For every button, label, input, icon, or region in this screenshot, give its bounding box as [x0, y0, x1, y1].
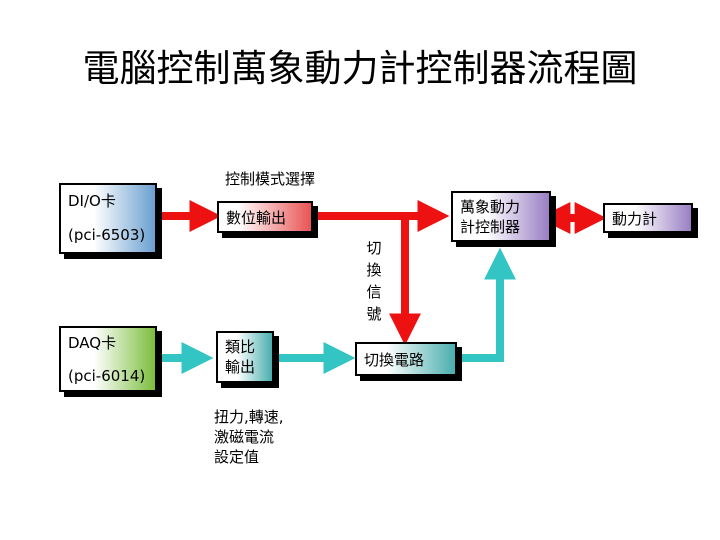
dio-card-title: DI/O卡 [68, 192, 116, 210]
dio-card-box: DI/O卡 (pci-6503) [59, 183, 157, 254]
analog-output-label-1: 類比 [225, 338, 256, 356]
page-title: 電腦控制萬象動力計控制器流程圖 [82, 47, 638, 90]
switch-signal-label: 切 換 信 號 [366, 239, 382, 323]
digital-output-box: 數位輸出 [217, 201, 313, 233]
daq-card-model: (pci-6014) [68, 367, 146, 385]
dio-card-model: (pci-6503) [68, 226, 146, 244]
switch-circuit-label: 切換電路 [364, 351, 425, 369]
daq-card-title: DAQ卡 [68, 334, 117, 352]
daq-card-box: DAQ卡 (pci-6014) [59, 326, 157, 392]
digital-output-label: 數位輸出 [226, 209, 287, 227]
arrow-switch-to-controller [462, 247, 516, 362]
switch-circuit-box: 切換電路 [355, 342, 457, 376]
setpoints-label: 扭力,轉速, 激磁電流 設定值 [214, 408, 284, 466]
controller-label-2: 計控制器 [460, 218, 521, 236]
controller-label-1: 萬象動力 [460, 198, 521, 216]
controller-box: 萬象動力 計控制器 [451, 191, 551, 242]
control-mode-label: 控制模式選擇 [225, 170, 316, 188]
analog-output-box: 類比 輸出 [216, 331, 274, 383]
analog-output-label-2: 輸出 [225, 358, 256, 376]
dynamometer-box: 動力計 [603, 203, 693, 233]
dynamometer-label: 動力計 [612, 210, 658, 228]
